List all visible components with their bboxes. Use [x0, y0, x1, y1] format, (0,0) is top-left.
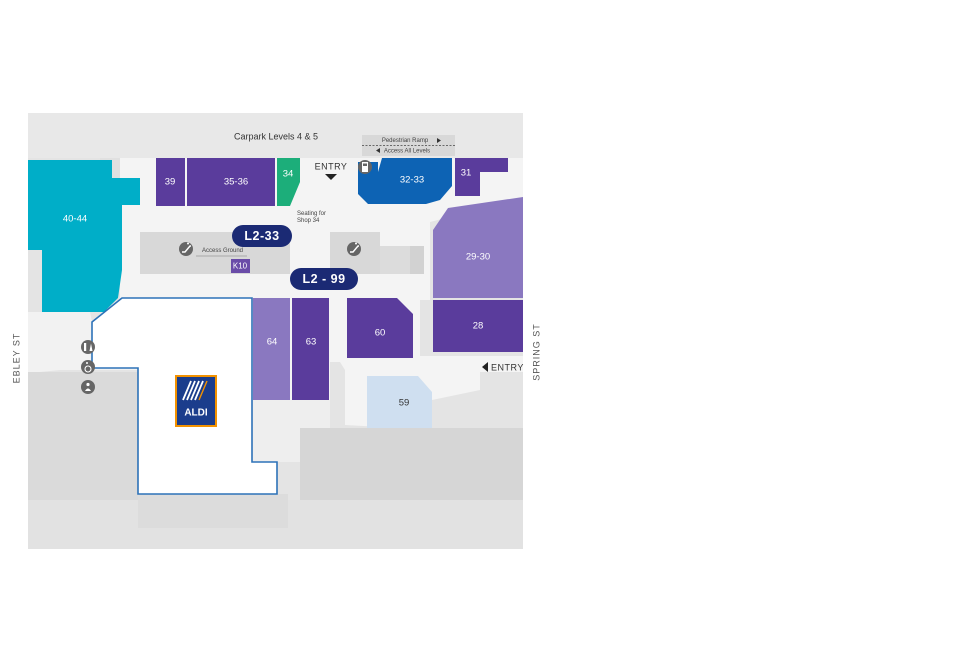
entry-right-label: ENTRY: [491, 362, 524, 372]
ramp-label: Pedestrian Ramp: [382, 138, 429, 144]
kiosk-label-k10: K10: [233, 262, 248, 271]
aldi-logo-text: ALDI: [184, 408, 208, 419]
baby-change-icon: [81, 380, 95, 394]
shop-28[interactable]: [433, 300, 523, 352]
aldi-logo: ALDI: [175, 375, 217, 427]
carpark-label: Carpark Levels 4 & 5: [234, 131, 318, 141]
shop-label-40-44: 40-44: [63, 214, 87, 225]
shop-40-44[interactable]: [28, 160, 140, 312]
shop-32-33[interactable]: [358, 158, 452, 204]
service-block-east2: [380, 246, 410, 274]
escalator-icon: [179, 242, 193, 256]
marker-label-l2-33: L2-33: [244, 229, 279, 243]
street-label-right: SPRING ST: [531, 323, 541, 381]
shop-label-60: 60: [375, 328, 386, 339]
location-marker-l2-99[interactable]: L2 - 99: [290, 268, 358, 290]
shop-label-59: 59: [399, 398, 410, 409]
access-all-label: Access All Levels: [384, 149, 430, 155]
walkway-main: [118, 158, 523, 428]
shop-39[interactable]: [156, 158, 185, 206]
marker-label-l2-99: L2 - 99: [302, 272, 345, 286]
escalator-icon: [347, 242, 361, 256]
accessible-icon: [81, 360, 95, 374]
loading-zone: [138, 494, 288, 528]
shop-35-36[interactable]: [187, 158, 275, 206]
shop-29-30[interactable]: [433, 197, 523, 298]
arrow-right-icon: [437, 138, 441, 143]
shop-31[interactable]: [455, 158, 508, 196]
shop-63[interactable]: [292, 298, 329, 400]
shop-34[interactable]: [277, 158, 300, 206]
location-marker-l2-33[interactable]: L2-33: [232, 225, 292, 247]
service-block-east3: [410, 246, 424, 274]
seating-note-line2: Shop 34: [297, 218, 320, 224]
parking-pay-icon: [358, 160, 372, 174]
shop-label-32-33: 32-33: [400, 175, 424, 186]
shop-label-63: 63: [306, 337, 317, 348]
kiosk-k10[interactable]: [231, 259, 250, 273]
entry-top-label: ENTRY: [315, 161, 348, 171]
shop-label-39: 39: [165, 177, 176, 188]
service-block-sw: [28, 372, 140, 500]
shop-64[interactable]: [253, 298, 290, 400]
street-label-left: EBLEY ST: [11, 333, 21, 384]
shop-label-64: 64: [267, 337, 278, 348]
shop-label-35-36: 35-36: [224, 177, 248, 188]
access-ground-label: Access Ground: [202, 248, 243, 254]
shop-label-29-30: 29-30: [466, 252, 490, 263]
shop-label-28: 28: [473, 321, 484, 332]
toilets-icon: [81, 340, 95, 354]
service-block-se: [300, 428, 523, 500]
service-block-mid: [258, 242, 290, 274]
shop-label-31: 31: [461, 168, 472, 179]
walkway-south: [252, 300, 330, 462]
shop-60[interactable]: [347, 298, 413, 358]
shop-label-34: 34: [283, 169, 294, 180]
arrow-down-icon: [325, 174, 337, 180]
seating-note-line1: Seating for: [297, 211, 326, 217]
shop-59[interactable]: [367, 376, 432, 428]
arrow-left-icon: [482, 362, 488, 372]
arrow-left-icon: [376, 148, 380, 153]
